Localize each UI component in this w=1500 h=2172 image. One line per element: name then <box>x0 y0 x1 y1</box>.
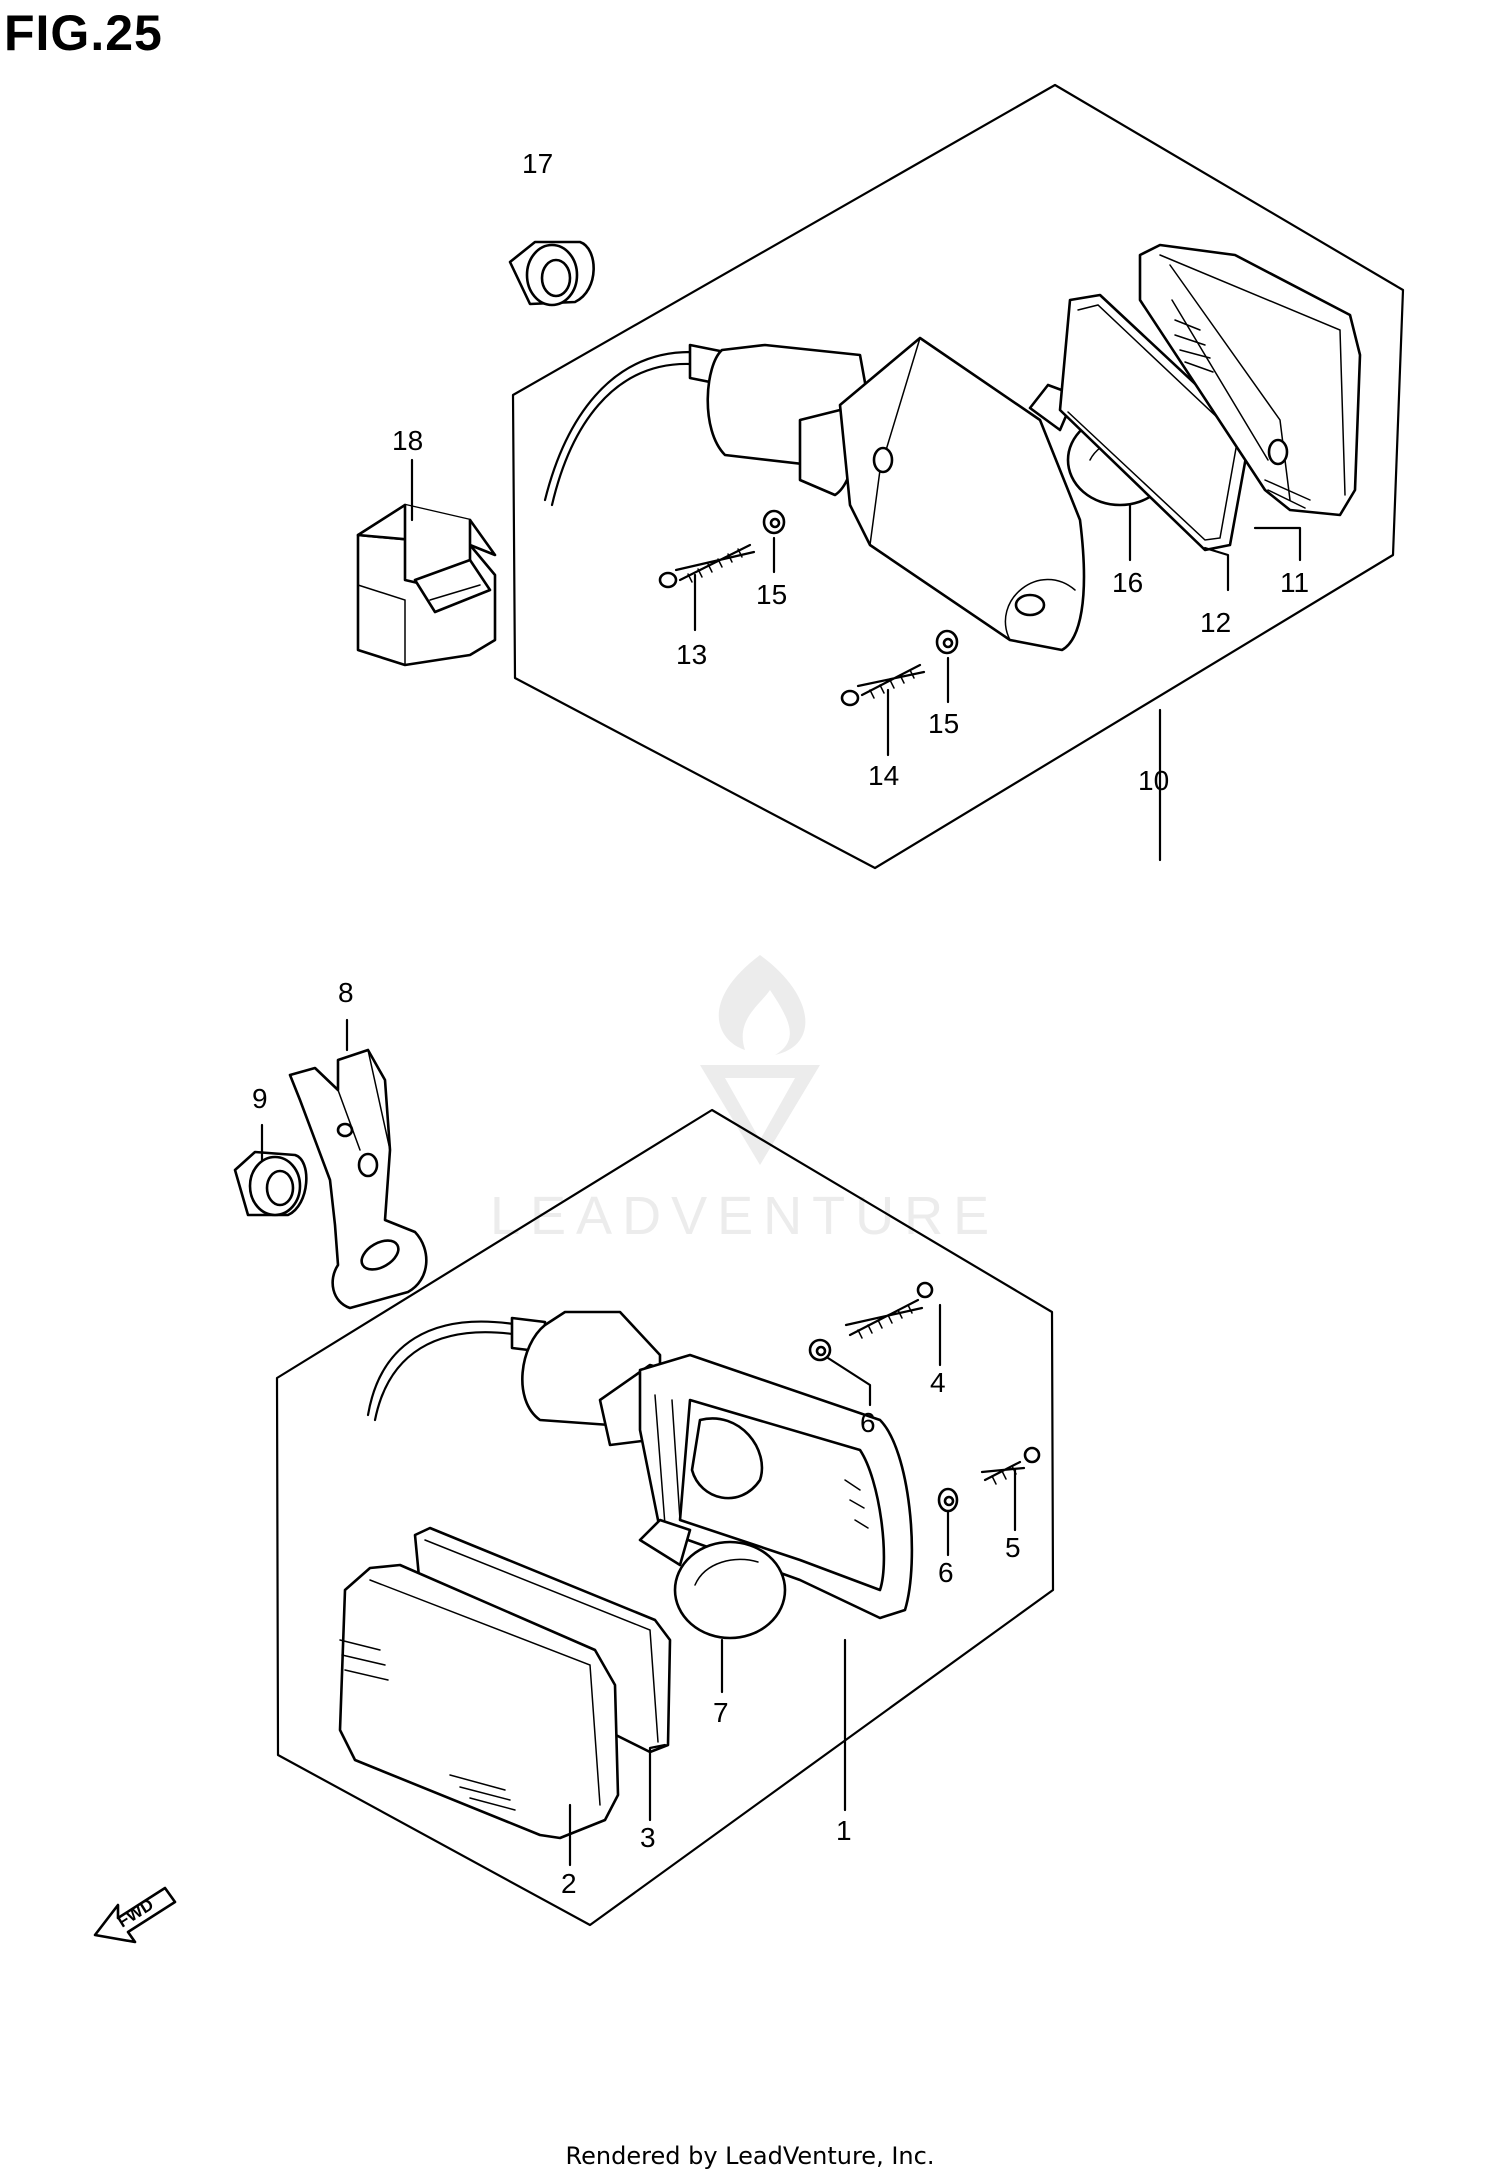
bulb-7 <box>638 1518 787 1640</box>
front-signal-housing <box>521 1310 914 1620</box>
footer-credit: Rendered by LeadVenture, Inc. <box>565 2142 935 2170</box>
screw-5 <box>980 1446 1041 1485</box>
callout-labels: 17 18 16 12 11 15 13 15 14 10 8 9 4 6 5 … <box>252 148 1309 1899</box>
callout-12: 12 <box>1200 607 1231 638</box>
callout-8: 8 <box>338 977 354 1008</box>
bracket-8 <box>288 1048 428 1310</box>
fwd-arrow-icon: FWD <box>93 1886 177 1944</box>
callout-6-upper: 6 <box>860 1407 876 1438</box>
relay-connector-18 <box>356 503 497 667</box>
rear-signal-wire <box>543 350 714 507</box>
washer-15-upper <box>762 509 786 535</box>
gasket-12 <box>1058 293 1252 552</box>
screw-4 <box>844 1281 934 1339</box>
callout-10: 10 <box>1138 765 1169 796</box>
grommet-9 <box>233 1150 308 1217</box>
grommet-17 <box>508 240 595 307</box>
callout-4: 4 <box>930 1367 946 1398</box>
rear-signal-housing <box>706 336 1086 652</box>
callout-14: 14 <box>868 760 899 791</box>
kit-outline-front-turn-signal <box>275 1108 1055 1927</box>
kit-outline-rear-turn-signal <box>511 83 1405 870</box>
callout-18: 18 <box>392 425 423 456</box>
screw-13 <box>658 543 756 589</box>
callout-15-lower: 15 <box>928 708 959 739</box>
callout-9: 9 <box>252 1083 268 1114</box>
watermark-logo <box>700 955 820 1165</box>
callout-17: 17 <box>522 148 553 179</box>
screw-14 <box>840 663 926 707</box>
washer-15-lower <box>935 629 959 655</box>
callout-11: 11 <box>1280 567 1309 598</box>
lens-11 <box>1138 243 1362 517</box>
callout-13: 13 <box>676 639 707 670</box>
callout-15-upper: 15 <box>756 579 787 610</box>
callout-5: 5 <box>1005 1532 1021 1563</box>
callout-2: 2 <box>561 1868 577 1899</box>
callout-3: 3 <box>640 1822 656 1853</box>
callout-7: 7 <box>713 1697 729 1728</box>
lens-2 <box>338 1563 620 1840</box>
callout-16: 16 <box>1112 567 1143 598</box>
washer-6-lower <box>937 1487 959 1513</box>
callout-6-lower: 6 <box>938 1557 954 1588</box>
washer-6-upper <box>808 1338 832 1362</box>
callout-1: 1 <box>836 1815 852 1846</box>
figure-title: FIG.25 <box>4 5 163 61</box>
front-signal-wire <box>366 1320 522 1422</box>
leader-lines <box>260 458 1302 1867</box>
